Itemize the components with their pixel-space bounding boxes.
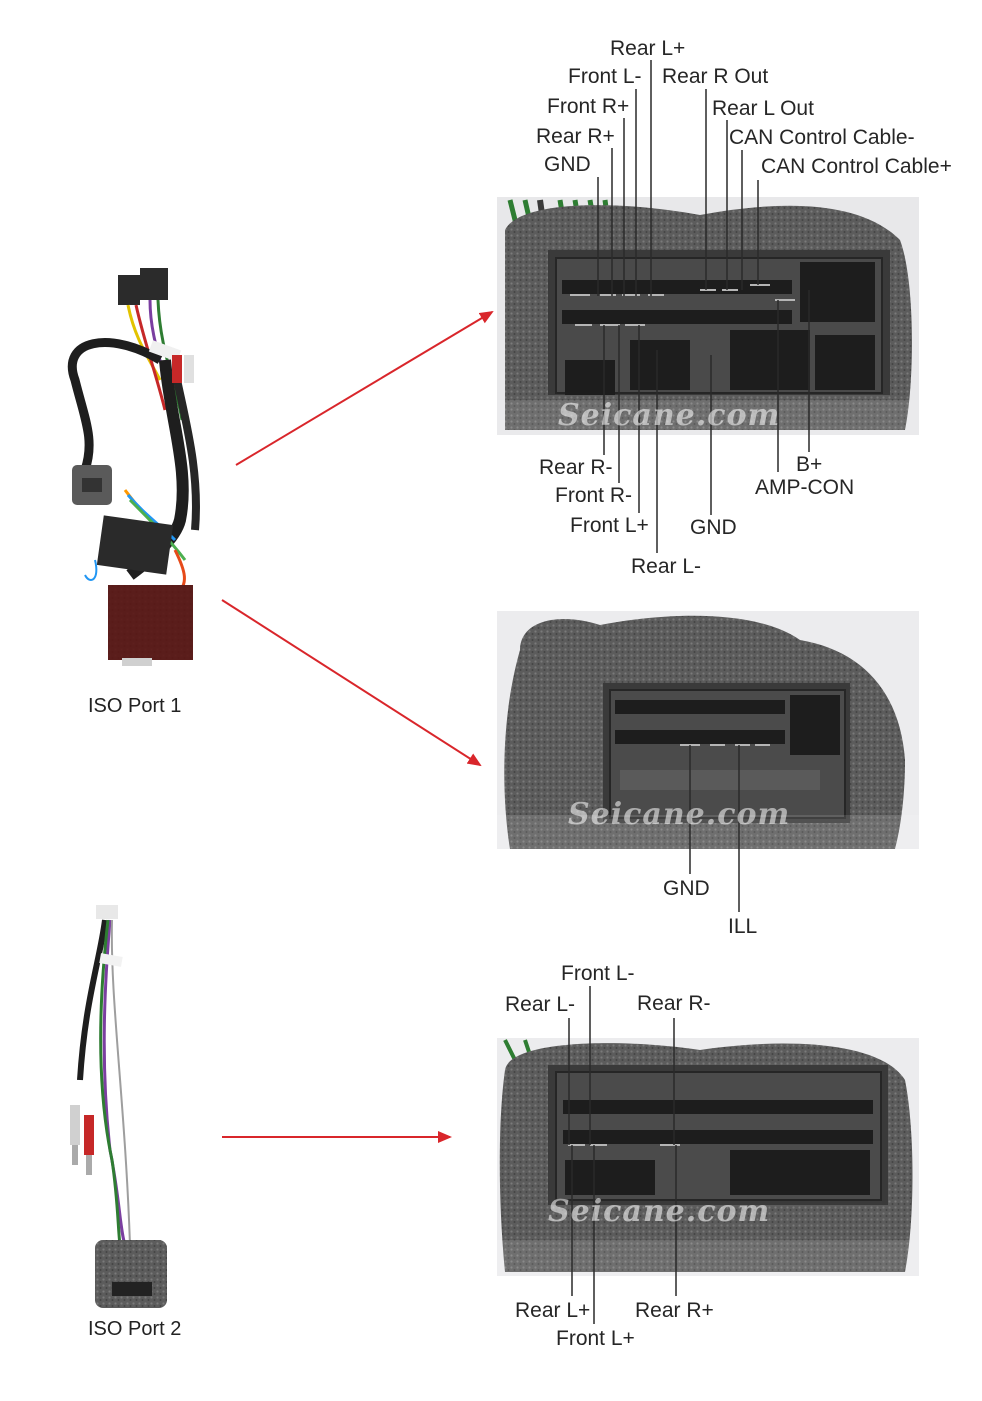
port-2-label: ISO Port 2 (88, 1318, 182, 1340)
pin-label-gnd-top: GND (544, 153, 591, 176)
pin-label-front-r-minus: Front R- (555, 484, 633, 507)
pin-label-rear-r-out: Rear R Out (662, 65, 769, 88)
pin-label-3-rear-l-minus: Rear L- (505, 993, 576, 1016)
connector-3-photo (497, 1038, 919, 1276)
connector-1-photo (497, 197, 919, 435)
pin-label-3-front-l-plus: Front L+ (556, 1327, 635, 1350)
leader-lines-1-bottom (603, 290, 810, 553)
arrows (221, 310, 494, 1143)
pin-label-b-plus: B+ (796, 453, 823, 476)
pin-label-amp-con: AMP-CON (755, 476, 855, 499)
pin-label-can-control-minus: CAN Control Cable- (729, 126, 915, 149)
pin-label-front-r-plus: Front R+ (547, 95, 630, 118)
pin-label-gnd-bottom: GND (690, 516, 737, 539)
watermark-3: Seicane.com (548, 1194, 771, 1229)
pin-label-3-rear-r-plus: Rear R+ (635, 1299, 714, 1322)
watermark-2: Seicane.com (568, 797, 791, 832)
port-1-label: ISO Port 1 (88, 695, 182, 717)
arrow-port1-connector1 (235, 310, 494, 466)
pin-label-rear-l-out: Rear L Out (712, 97, 814, 120)
arrow-port1-connector2 (221, 599, 482, 767)
pin-label-rear-l-minus: Rear L- (631, 555, 702, 578)
pin-label-3-front-l-minus: Front L- (561, 962, 635, 985)
connector-2-photo (497, 611, 919, 849)
pin-label-ill: ILL (728, 915, 758, 938)
pin-label-rear-l-plus: Rear L+ (610, 37, 686, 60)
pin-label-can-control-plus: CAN Control Cable+ (761, 155, 952, 178)
leader-lines-3 (568, 986, 677, 1324)
harness-2-image (70, 905, 167, 1308)
harness-1-image (67, 268, 200, 666)
pin-label-front-l-minus: Front L- (568, 65, 642, 88)
pin-label-3-rear-r-minus: Rear R- (637, 992, 711, 1015)
pin-label-rear-r-plus: Rear R+ (536, 125, 615, 148)
watermark-1: Seicane.com (558, 398, 781, 433)
pin-label-rear-r-minus: Rear R- (539, 456, 613, 479)
pin-label-front-l-plus: Front L+ (570, 514, 649, 537)
leader-lines-2 (689, 745, 740, 912)
pin-label-gnd-2: GND (663, 877, 710, 900)
pin-label-3-rear-l-plus: Rear L+ (515, 1299, 591, 1322)
leader-lines-1-top (597, 60, 759, 296)
